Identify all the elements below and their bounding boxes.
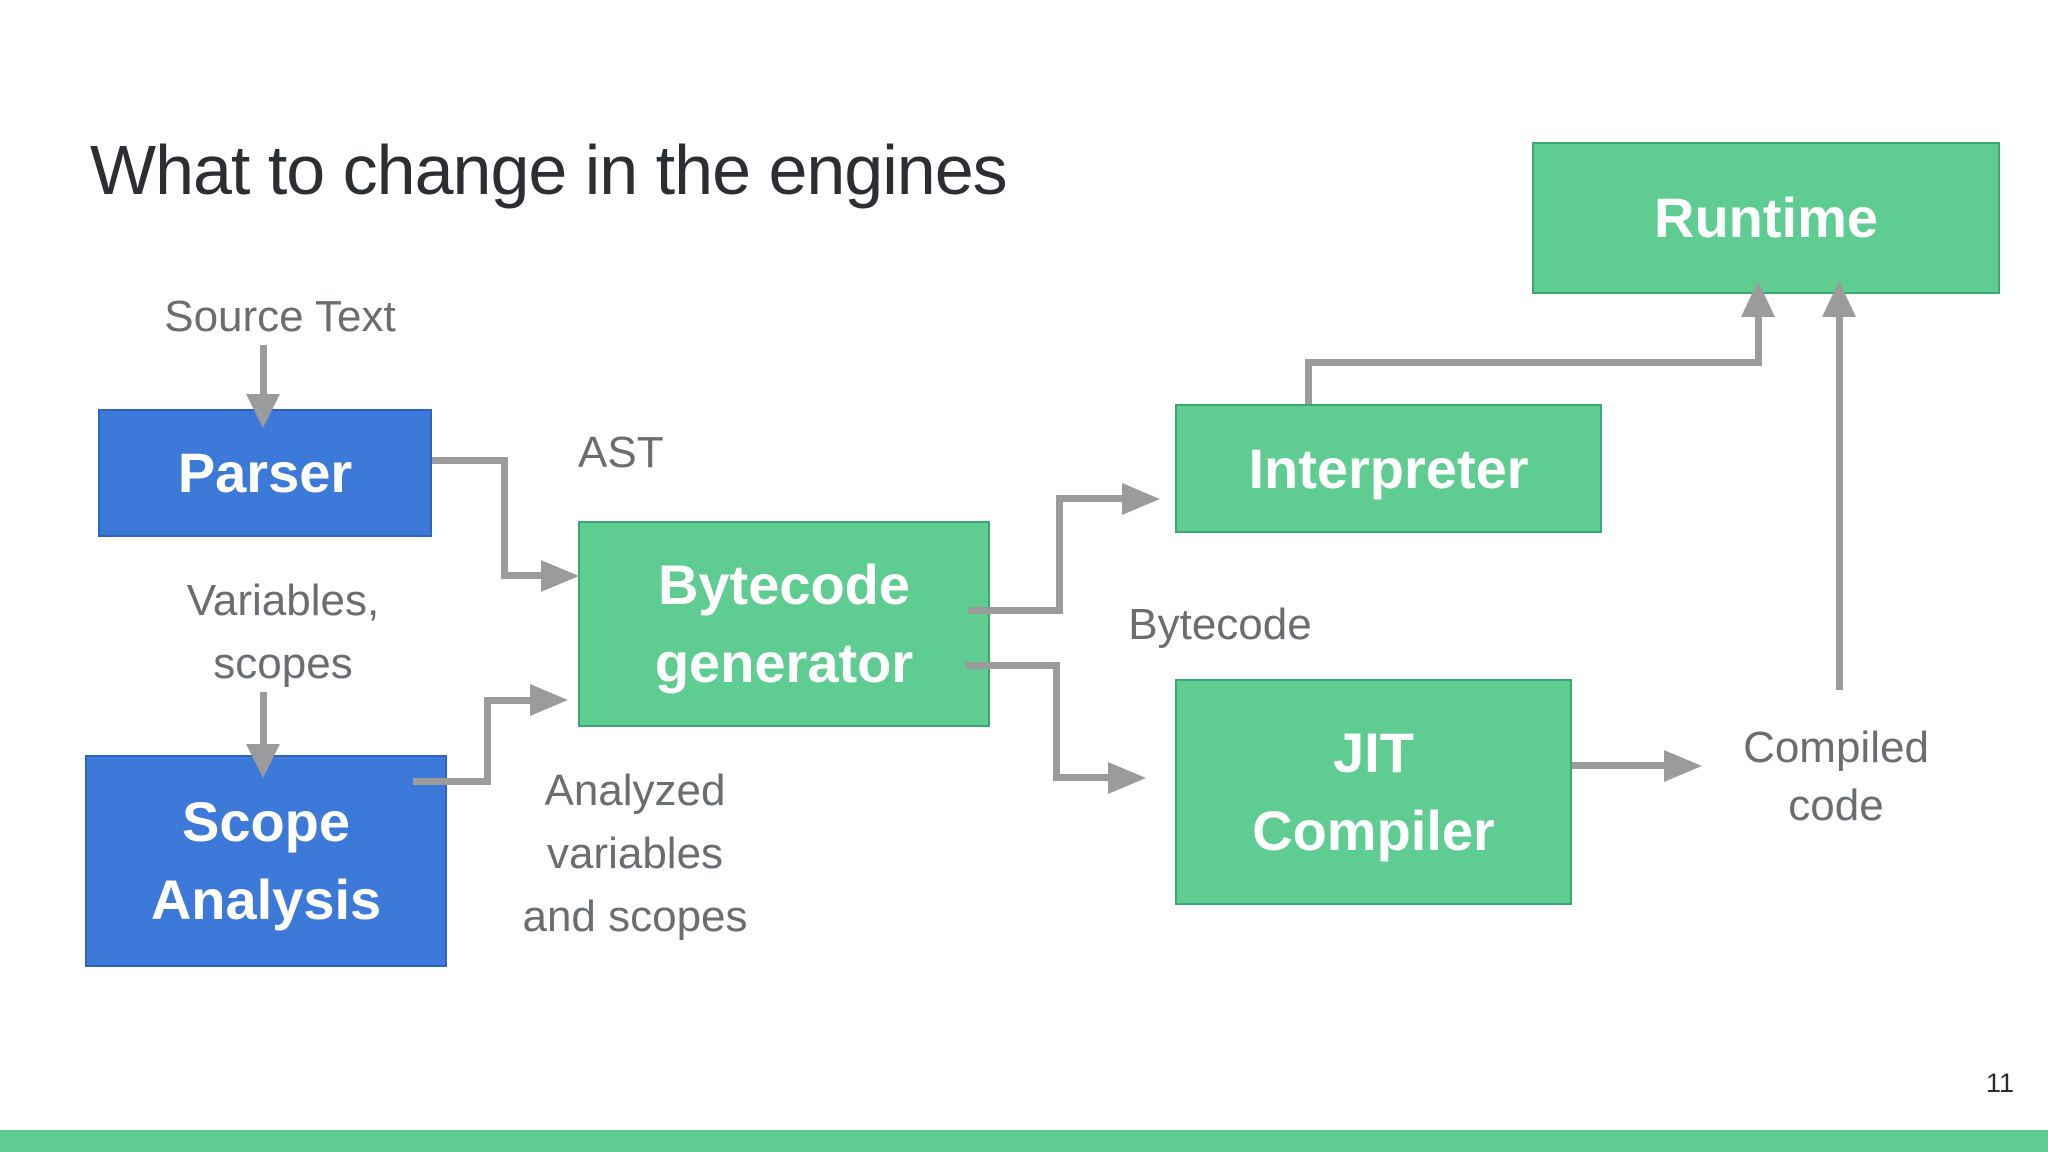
arrow-segment [1056,495,1122,502]
arrow-segment [484,697,530,704]
arrow-head-right [1108,762,1146,794]
variables-scopes-label: Variables, scopes [103,569,463,695]
ast-label: AST [578,428,664,477]
arrow-segment [484,697,491,785]
bytecode-generator-box: Bytecode generator [578,521,990,727]
scope-analysis-box-label-line1: Scope [181,790,351,853]
bytecode-label: Bytecode [1128,600,1312,649]
analyzed-variables-label: Analyzed variables and scopes [455,759,815,948]
arrow-segment [1305,359,1762,366]
arrow-segment [1836,315,1843,690]
arrow-segment [260,345,267,401]
scope-analysis-box: Scope Analysis [85,755,447,967]
interpreter-box: Interpreter [1175,404,1602,533]
arrow-segment [1053,774,1108,781]
source-text-label: Source Text [164,292,396,341]
variables-scopes-label-line2: scopes [213,639,353,688]
page-number: 11 [1985,1068,2014,1098]
compiled-code-label-line2: code [1788,781,1884,830]
jit-compiler-box-label-line2: Compiler [1252,799,1495,862]
arrow-head-down [246,744,280,778]
runtime-box-label: Runtime [1654,186,1878,249]
arrow-head-up [1741,281,1775,317]
parser-box-label: Parser [177,441,353,504]
analyzed-variables-label-line3: and scopes [522,892,748,941]
arrow-segment [432,457,508,464]
analyzed-variables-label-line1: Analyzed [544,766,726,815]
arrow-segment [501,572,541,579]
arrow-head-up [1822,281,1856,317]
arrow-segment [1305,362,1312,404]
arrow-segment [968,607,1063,614]
arrow-head-right [1664,750,1702,782]
arrow-head-right [1122,483,1160,515]
arrow-segment [1572,762,1664,769]
runtime-box: Runtime [1532,142,2000,294]
bytecode-generator-box-label-line2: generator [654,631,914,694]
variables-scopes-label-line1: Variables, [186,576,380,625]
compiled-code-label-line1: Compiled [1743,723,1929,772]
arrow-segment [1755,315,1762,363]
interpreter-box-label: Interpreter [1248,436,1529,500]
arrow-segment [260,692,267,744]
parser-box: Parser [98,409,432,537]
arrow-head-right [530,684,568,716]
analyzed-variables-label-line2: variables [546,829,724,878]
arrow-head-down [246,394,280,428]
bottom-accent-bar [0,1130,2048,1152]
arrow-segment [501,457,508,579]
compiled-code-label: Compiled code [1676,719,1996,835]
arrow-segment [413,778,491,785]
scope-analysis-box-label-line2: Analysis [150,868,382,931]
bytecode-generator-box-label-line1: Bytecode [657,553,911,616]
arrow-segment [1056,495,1063,614]
slide-title: What to change in the engines [90,131,1008,209]
jit-compiler-box-label-line1: JIT [1333,721,1414,784]
arrow-segment [1053,662,1060,781]
arrow-segment [965,662,1060,669]
arrow-head-right [541,560,579,592]
jit-compiler-box: JIT Compiler [1175,679,1572,905]
